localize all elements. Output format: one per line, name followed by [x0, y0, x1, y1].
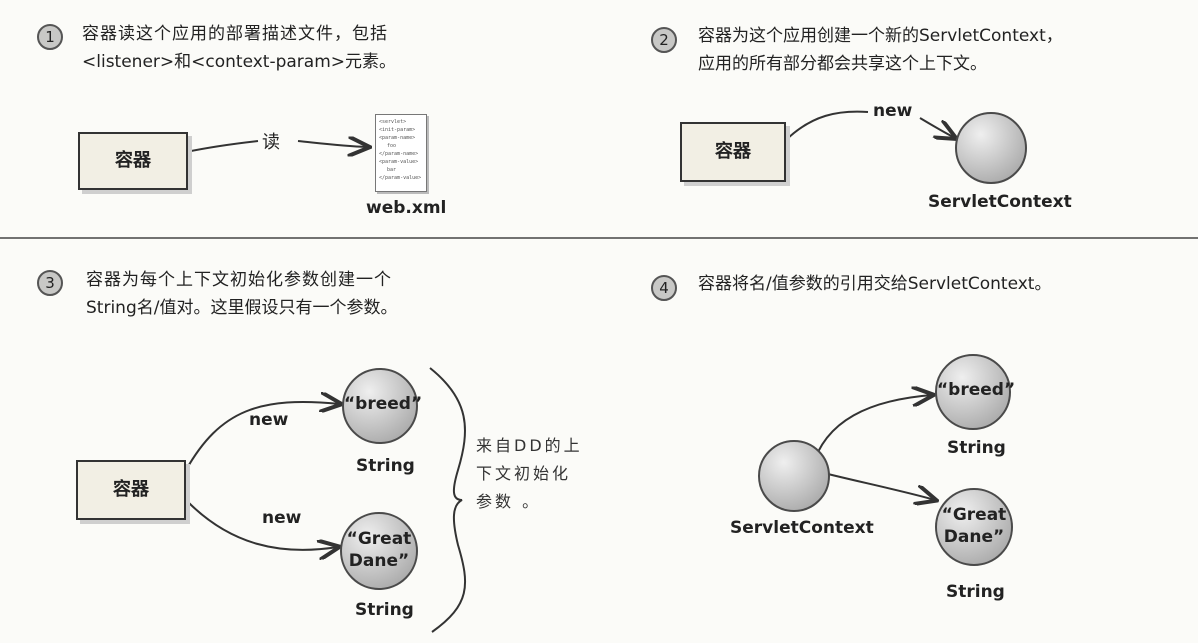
file-line: <param-name> — [379, 135, 416, 141]
servletcontext-label-4: ServletContext — [730, 518, 874, 538]
step-3-text: 容器为每个上下文初始化参数创建一个 String名/值对。这里假设只有一个参数。 — [86, 266, 397, 322]
servletcontext-label: ServletContext — [928, 192, 1072, 212]
ref-arrow-greatdane — [811, 469, 935, 500]
string-label-4a: String — [947, 438, 1006, 458]
string-label-4b: String — [946, 582, 1005, 602]
step-1-line-1: 容器读这个应用的部署描述文件，包括 — [82, 24, 388, 44]
file-line: </param-value> — [379, 175, 422, 181]
file-line: <init-param> — [379, 127, 416, 133]
servletcontext-ball-4 — [758, 440, 830, 512]
step-3-line-1: 容器为每个上下文初始化参数创建一个 — [86, 270, 392, 290]
string-label-3b: String — [355, 600, 414, 620]
great-dane-line-1: “Great — [346, 529, 412, 549]
step-4-text: 容器将名/值参数的引用交给ServletContext。 — [698, 270, 1051, 298]
servletcontext-ball — [955, 112, 1027, 184]
file-line: foo — [387, 143, 397, 149]
read-arrow-right — [297, 141, 368, 147]
new-label-3b: new — [262, 508, 302, 528]
string-label-3a: String — [356, 456, 415, 476]
file-line: <param-value> — [379, 159, 419, 165]
breed-ball: “breed” — [342, 368, 422, 444]
great-dane-4-line-2: Dane” — [943, 527, 1005, 547]
step-1-line-2: <listener>和<context-param>元素。 — [82, 52, 397, 72]
step-1-text: 容器读这个应用的部署描述文件，包括 <listener>和<context-pa… — [82, 20, 396, 76]
great-dane-4-line-1: “Great — [941, 505, 1007, 525]
new-arrow-2 — [785, 110, 869, 141]
container-box-1: 容器 — [78, 132, 188, 190]
file-line: </param-name> — [379, 151, 419, 157]
breed-ball-4: “breed” — [935, 354, 1015, 430]
read-label: 读 — [262, 132, 280, 153]
great-dane-line-2: Dane” — [348, 551, 410, 571]
web-xml-file-icon: <servlet> <init-param> <param-name> foo … — [375, 114, 427, 192]
new-arrow-greatdane — [185, 499, 338, 550]
container-box-3: 容器 — [76, 460, 186, 520]
step-3-line-2: String名/值对。这里假设只有一个参数。 — [86, 298, 398, 318]
file-line: <servlet> — [379, 119, 407, 125]
note-line-3: 参数 。 — [476, 492, 542, 511]
step-2-line-1: 容器为这个应用创建一个新的ServletContext， — [698, 26, 1063, 46]
note-line-2: 下文初始化 — [476, 464, 572, 483]
step-4-line-1: 容器将名/值参数的引用交给ServletContext。 — [698, 274, 1052, 294]
new-arrow-breed — [185, 402, 340, 471]
step-3-number: 3 — [37, 270, 63, 296]
new-label-2: new — [873, 101, 913, 121]
great-dane-ball-4: “Great Dane” — [935, 488, 1013, 566]
web-xml-label: web.xml — [366, 198, 447, 218]
new-label-3a: new — [249, 410, 289, 430]
step-2-number: 2 — [651, 27, 677, 53]
ref-arrow-breed — [811, 395, 932, 469]
file-line: bar — [387, 167, 397, 173]
dd-params-note: 来自DD的上 下文初始化 参数 。 — [476, 432, 583, 516]
step-2-line-2: 应用的所有部分都会共享这个上下文。 — [698, 54, 987, 74]
container-box-2: 容器 — [680, 122, 786, 182]
step-2-text: 容器为这个应用创建一个新的ServletContext， 应用的所有部分都会共享… — [698, 22, 1063, 78]
step-4-number: 4 — [651, 275, 677, 301]
new-arrow-2b — [919, 117, 955, 138]
note-line-1: 来自DD的上 — [476, 436, 583, 455]
read-arrow-left — [185, 140, 259, 153]
brace — [429, 367, 467, 633]
great-dane-ball: “Great Dane” — [340, 512, 418, 590]
step-1-number: 1 — [37, 24, 63, 50]
